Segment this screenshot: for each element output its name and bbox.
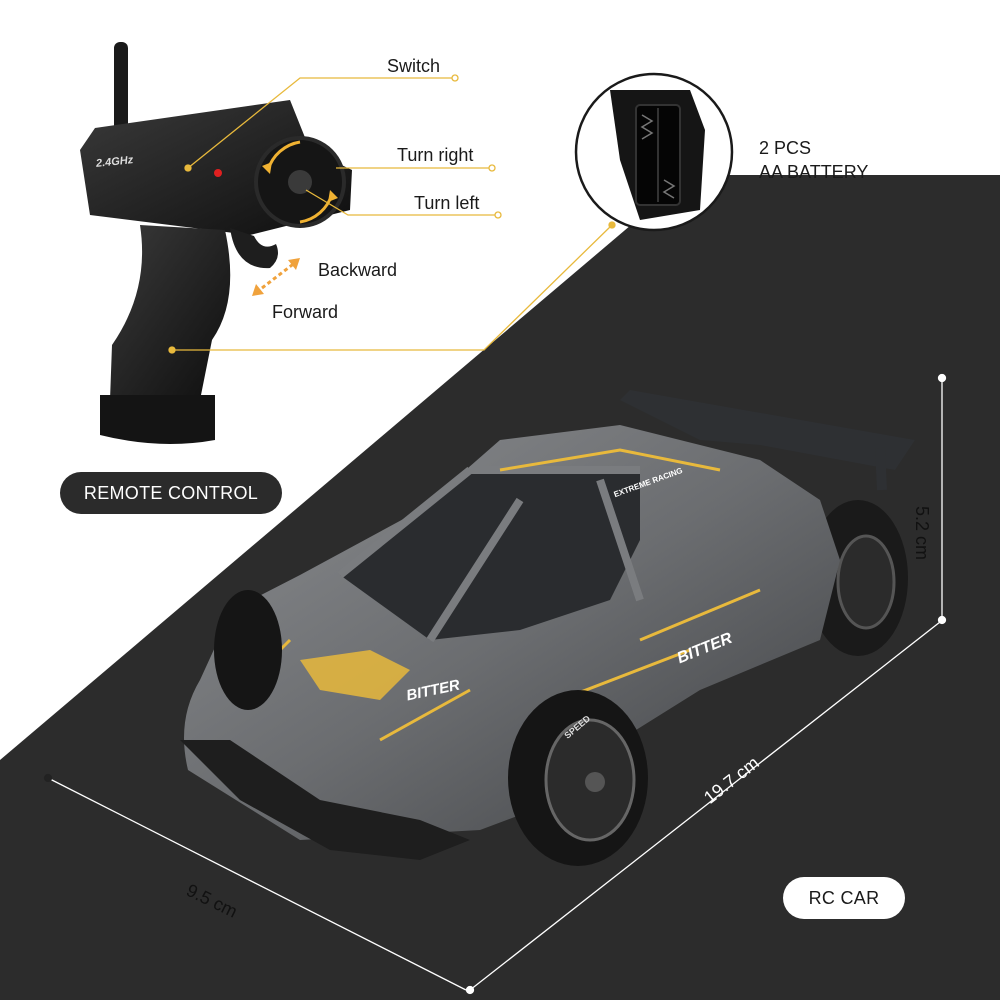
remote-control-label: REMOTE CONTROL <box>60 472 282 514</box>
battery-count-label: 2 PCS <box>759 138 812 158</box>
remote-grip <box>110 225 231 400</box>
car-rear-spoiler <box>620 390 915 470</box>
forward-label: Forward <box>272 302 339 322</box>
power-led <box>214 169 222 177</box>
turn-right-label: Turn right <box>397 145 474 165</box>
rc-car <box>180 390 915 866</box>
dimension-lines <box>43 373 947 995</box>
width-dimension-line <box>47 777 467 991</box>
turn-left-leader <box>305 189 498 216</box>
battery-type-label: AA BATTERY <box>759 162 869 182</box>
switch-label: Switch <box>387 56 441 76</box>
remote-control <box>80 42 352 444</box>
remote-trigger <box>230 228 278 269</box>
rc-car-label: RC CAR <box>783 877 905 919</box>
car-roll-cage <box>340 470 640 640</box>
switch-leader <box>187 77 455 169</box>
trigger-direction-arrows <box>252 258 300 296</box>
turn-left-label: Turn left <box>414 193 480 213</box>
battery-compartment-inset <box>574 72 734 232</box>
car-front-bumper <box>180 740 470 860</box>
backward-label: Backward <box>318 260 398 280</box>
car-front-wheel-left <box>214 590 282 710</box>
length-dimension-line <box>469 621 941 991</box>
callout-lines <box>168 74 616 354</box>
height-dimension: 5.2 cm <box>912 506 932 561</box>
car-body <box>184 425 840 840</box>
battery-leader <box>172 224 613 351</box>
remote-antenna <box>114 42 128 132</box>
